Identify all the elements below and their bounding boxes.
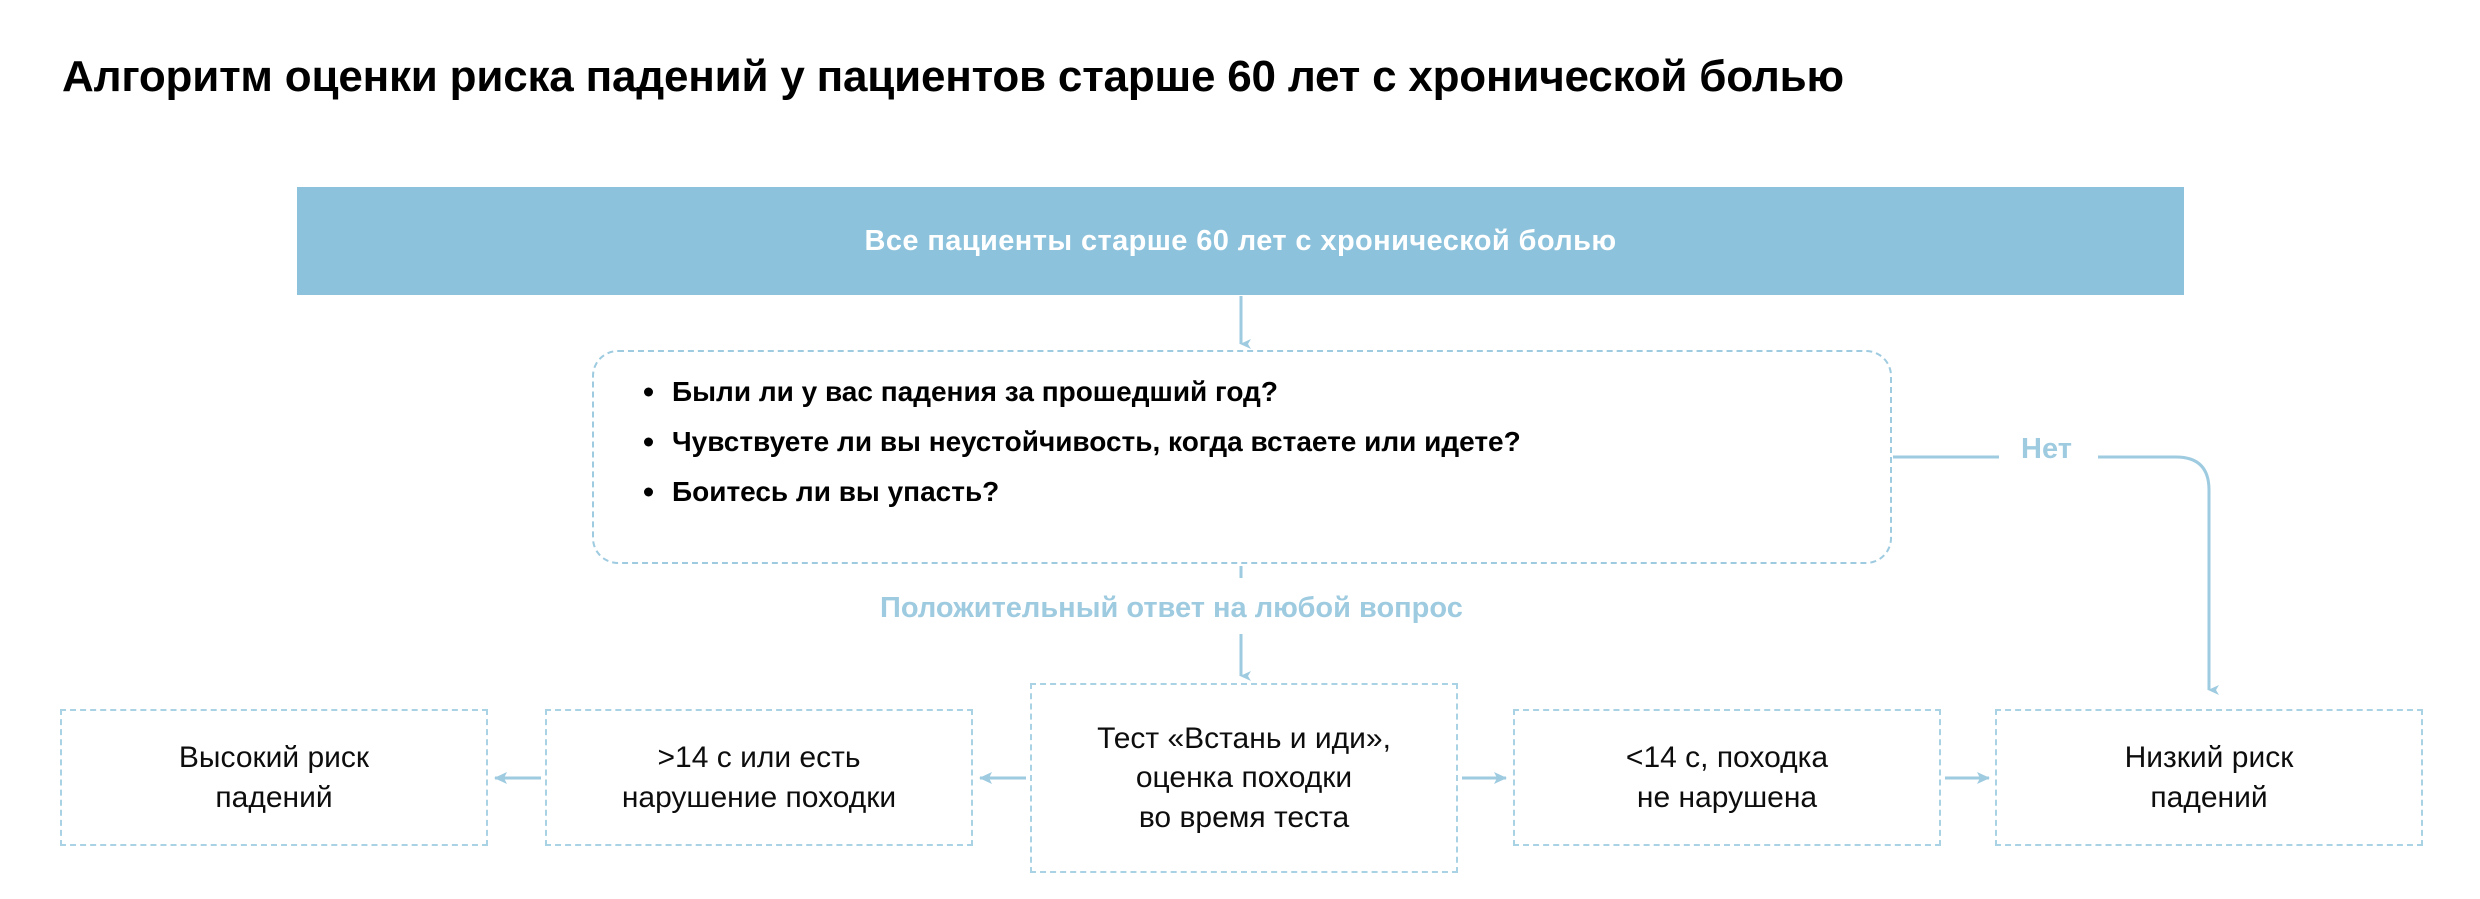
node-line: нарушение походки: [621, 780, 897, 814]
edge-label-positive-answer: Положительный ответ на любой вопрос: [880, 592, 1463, 624]
node-tug-slow[interactable]: >14 с или есть нарушение походки: [545, 709, 973, 846]
node-tug-test[interactable]: Тест «Встань и иди», оценка походки во в…: [1030, 683, 1458, 873]
bullet-icon: [644, 387, 653, 397]
node-line: Низкий риск: [2124, 740, 2294, 774]
screening-question-text: Боитесь ли вы упасть?: [672, 476, 1000, 507]
screening-question-text: Были ли у вас падения за прошедший год?: [672, 376, 1278, 407]
node-low-risk[interactable]: Низкий риск падений: [1995, 709, 2423, 846]
node-line: <14 с, походка: [1625, 740, 1829, 774]
node-high-risk-label: Высокий риск падений: [179, 738, 369, 817]
node-line: Тест «Встань и иди»,: [1097, 721, 1391, 755]
node-line: Высокий риск: [178, 740, 370, 774]
node-tug-fast[interactable]: <14 с, походка не нарушена: [1513, 709, 1941, 846]
page-title: Алгоритм оценки риска падений у пациенто…: [62, 52, 1844, 101]
node-line: не нарушена: [1636, 780, 1818, 814]
node-low-risk-label: Низкий риск падений: [2125, 738, 2294, 817]
screening-question-item: Боитесь ли вы упасть?: [638, 478, 1846, 506]
screening-question-text: Чувствуете ли вы неустойчивость, когда в…: [672, 426, 1521, 457]
screening-question-item: Чувствуете ли вы неустойчивость, когда в…: [638, 428, 1846, 456]
node-line: во время теста: [1138, 800, 1350, 834]
bullet-icon: [644, 487, 653, 497]
screening-question-list: Были ли у вас падения за прошедший год? …: [638, 378, 1846, 506]
node-line: >14 с или есть: [657, 740, 861, 774]
node-tug-fast-label: <14 с, походка не нарушена: [1626, 738, 1828, 817]
edge-label-no: Нет: [2021, 433, 2072, 465]
node-line: оценка походки: [1135, 761, 1353, 795]
bullet-icon: [644, 437, 653, 447]
node-population[interactable]: Все пациенты старше 60 лет с хронической…: [297, 187, 2184, 295]
node-line: падений: [2150, 780, 2268, 814]
node-tug-test-label: Тест «Встань и иди», оценка походки во в…: [1097, 719, 1391, 838]
node-tug-slow-label: >14 с или есть нарушение походки: [622, 738, 896, 817]
edge-screening-to-low-risk: [1893, 455, 2219, 695]
node-line: падений: [215, 780, 333, 814]
screening-question-item: Были ли у вас падения за прошедший год?: [638, 378, 1846, 406]
node-screening-questions[interactable]: Были ли у вас падения за прошедший год? …: [592, 350, 1892, 564]
node-high-risk[interactable]: Высокий риск падений: [60, 709, 488, 846]
